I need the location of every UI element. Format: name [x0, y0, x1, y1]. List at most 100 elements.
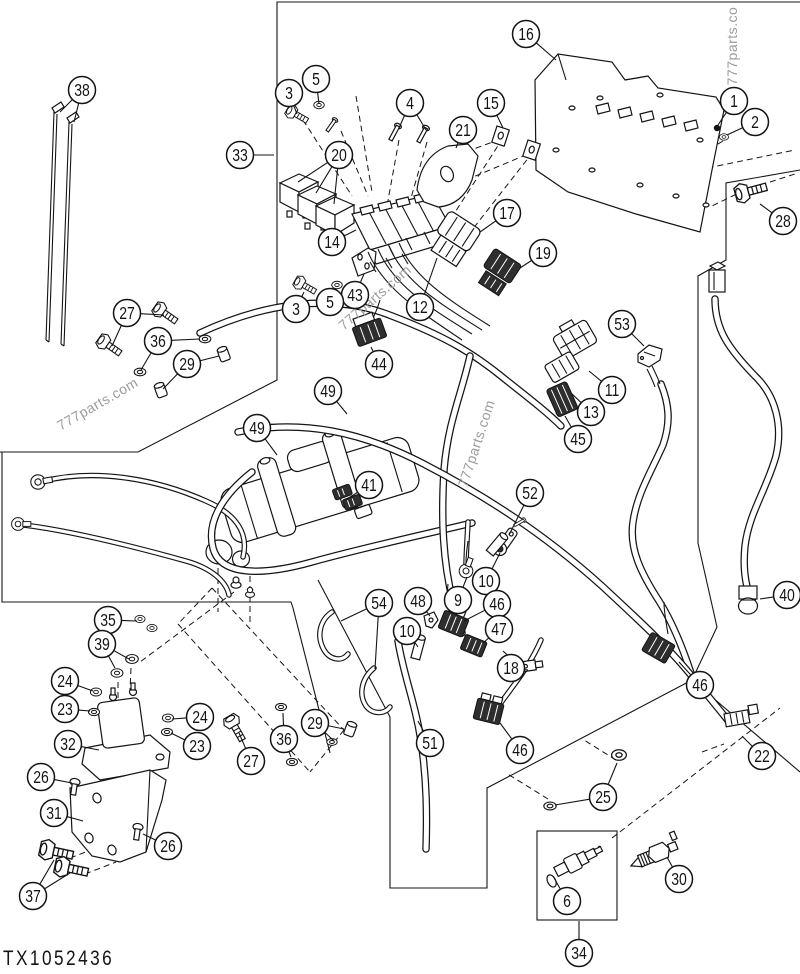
callout-46[interactable]: 46 [499, 722, 535, 765]
callout-circle-46[interactable] [685, 670, 715, 700]
callout-29[interactable]: 29 [300, 708, 345, 742]
callout-circle-36[interactable] [143, 326, 173, 356]
callout-28[interactable]: 28 [759, 203, 798, 236]
callout-circle-20[interactable] [324, 140, 354, 170]
callout-circle-41[interactable] [354, 470, 384, 500]
callout-circle-17[interactable] [492, 198, 522, 228]
callout-circle-4[interactable] [395, 88, 425, 118]
callout-40[interactable]: 40 [759, 580, 800, 610]
callout-circle-22[interactable] [747, 741, 777, 771]
callout-44[interactable]: 44 [364, 346, 394, 379]
callout-circle-47[interactable] [484, 614, 514, 644]
callout-circle-27[interactable] [112, 298, 142, 328]
callout-31[interactable]: 31 [39, 798, 84, 828]
callout-24[interactable]: 24 [171, 702, 215, 732]
callout-circle-6[interactable] [552, 886, 582, 916]
callout-circle-34[interactable] [564, 938, 594, 968]
callout-33[interactable]: 33 [225, 140, 275, 170]
callout-circle-36[interactable] [269, 724, 299, 754]
callout-circle-30[interactable] [664, 864, 694, 894]
callout-45[interactable]: 45 [563, 415, 593, 454]
callout-3[interactable]: 3 [274, 78, 304, 115]
callout-circle-3[interactable] [274, 78, 304, 108]
callout-circle-48[interactable] [403, 586, 433, 616]
callout-12[interactable]: 12 [405, 257, 438, 322]
callout-16[interactable]: 16 [511, 19, 557, 61]
callout-circle-52[interactable] [515, 478, 545, 508]
callout-circle-15[interactable] [476, 88, 506, 118]
callout-circle-40[interactable] [772, 580, 800, 610]
callout-circle-14[interactable] [317, 227, 347, 257]
callout-circle-12[interactable] [405, 292, 435, 322]
callout-circle-31[interactable] [39, 798, 69, 828]
callout-circle-23[interactable] [182, 731, 212, 761]
callout-6[interactable]: 6 [552, 875, 582, 916]
callout-39[interactable]: 39 [87, 629, 130, 669]
callout-circle-19[interactable] [528, 238, 558, 268]
callout-22[interactable]: 22 [741, 735, 777, 771]
callout-3[interactable]: 3 [281, 291, 311, 324]
callout-circle-46[interactable] [505, 735, 535, 765]
callout-5[interactable]: 5 [315, 287, 345, 317]
callout-circle-10[interactable] [471, 566, 501, 596]
callout-48[interactable]: 48 [403, 586, 433, 617]
callout-36[interactable]: 36 [140, 326, 201, 371]
callout-circle-44[interactable] [364, 349, 394, 379]
callout-circle-5[interactable] [301, 64, 331, 94]
callout-circle-51[interactable] [415, 728, 445, 758]
callout-circle-28[interactable] [768, 206, 798, 236]
callout-34[interactable]: 34 [564, 921, 594, 968]
callout-circle-24[interactable] [185, 702, 215, 732]
callout-1[interactable]: 1 [717, 86, 749, 126]
callout-21[interactable]: 21 [448, 115, 478, 149]
callout-circle-53[interactable] [607, 309, 637, 339]
callout-10[interactable]: 10 [392, 616, 422, 648]
callout-51[interactable]: 51 [415, 720, 445, 758]
callout-circle-25[interactable] [588, 782, 618, 812]
callout-circle-37[interactable] [18, 881, 48, 911]
callout-17[interactable]: 17 [479, 198, 522, 233]
callout-circle-9[interactable] [443, 585, 473, 615]
callout-23[interactable]: 23 [50, 694, 91, 724]
callout-circle-33[interactable] [225, 140, 255, 170]
callout-27[interactable]: 27 [236, 732, 266, 776]
callout-circle-23[interactable] [50, 694, 80, 724]
callout-circle-13[interactable] [576, 397, 606, 427]
callout-5[interactable]: 5 [301, 64, 331, 105]
callout-35[interactable]: 35 [93, 605, 138, 635]
callout-circle-1[interactable] [719, 86, 749, 116]
callout-38[interactable]: 38 [59, 75, 97, 123]
callout-circle-38[interactable] [67, 75, 97, 105]
callout-20[interactable]: 20 [297, 140, 354, 205]
callout-37[interactable]: 37 [18, 859, 71, 911]
callout-54[interactable]: 54 [340, 588, 394, 670]
callout-circle-10[interactable] [392, 616, 422, 646]
callout-52[interactable]: 52 [508, 478, 545, 536]
callout-4[interactable]: 4 [395, 88, 427, 131]
callout-49[interactable]: 49 [242, 413, 278, 456]
callout-circle-16[interactable] [511, 19, 541, 49]
callout-26[interactable]: 26 [26, 762, 73, 792]
callout-circle-3[interactable] [281, 294, 311, 324]
callout-23[interactable]: 23 [170, 731, 212, 761]
callout-circle-11[interactable] [597, 375, 627, 405]
callout-circle-49[interactable] [242, 413, 272, 443]
callout-32[interactable]: 32 [53, 729, 100, 759]
callout-11[interactable]: 11 [588, 370, 627, 405]
callout-24[interactable]: 24 [50, 666, 94, 696]
callout-25[interactable]: 25 [554, 762, 618, 812]
callout-18[interactable]: 18 [496, 653, 529, 683]
callout-circle-26[interactable] [26, 762, 56, 792]
callout-circle-26[interactable] [153, 831, 183, 861]
callout-14[interactable]: 14 [317, 227, 357, 257]
callout-circle-29[interactable] [172, 349, 202, 379]
callout-43[interactable]: 43 [340, 273, 370, 310]
callout-circle-49[interactable] [313, 376, 343, 406]
callout-47[interactable]: 47 [482, 614, 514, 644]
callout-circle-18[interactable] [496, 653, 526, 683]
callout-13[interactable]: 13 [570, 392, 606, 427]
callout-46[interactable]: 46 [678, 661, 715, 700]
callout-circle-39[interactable] [87, 629, 117, 659]
callout-10[interactable]: 10 [471, 552, 501, 596]
callout-53[interactable]: 53 [607, 309, 645, 347]
